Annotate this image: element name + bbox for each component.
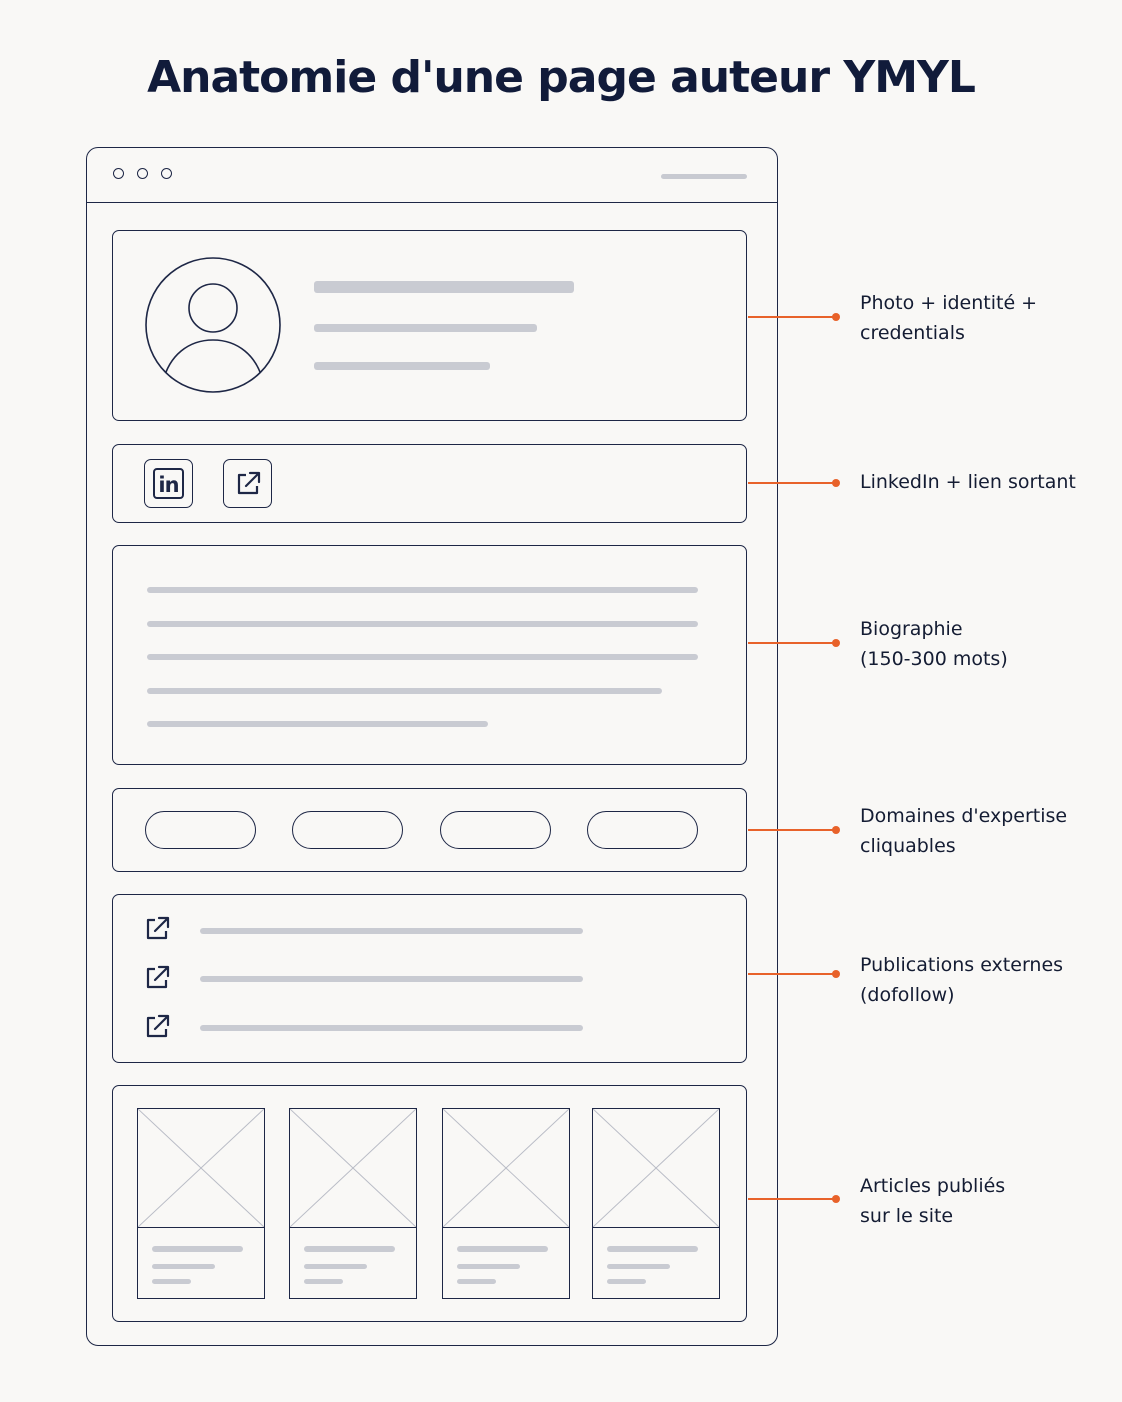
expertise-pill[interactable] [587, 811, 698, 849]
callout-line-1: Domaines d'expertise [860, 805, 1068, 827]
callout-social: LinkedIn + lien sortant [860, 467, 1076, 497]
callout-connector [748, 973, 836, 975]
callout-line-2: cliquables [860, 835, 956, 857]
callout-dot [832, 1195, 840, 1203]
external-publications-section [112, 894, 747, 1063]
articles-section [112, 1085, 747, 1322]
expertise-section [112, 788, 747, 872]
external-link-icon [237, 471, 260, 494]
profile-section [112, 230, 747, 421]
article-card[interactable] [137, 1108, 265, 1299]
callout-line-2: (dofollow) [860, 984, 955, 1006]
article-card[interactable] [442, 1108, 570, 1299]
article-card[interactable] [289, 1108, 417, 1299]
callout-connector [748, 1198, 836, 1200]
window-dot [137, 168, 148, 179]
image-placeholder-icon [443, 1109, 569, 1227]
image-placeholder-icon [593, 1109, 719, 1227]
browser-toolbar [87, 148, 777, 203]
publication-line-placeholder [200, 928, 583, 934]
callout-line-2: sur le site [860, 1205, 954, 1227]
bio-line-placeholder [147, 621, 698, 627]
callout-line-1: LinkedIn + lien sortant [860, 471, 1076, 493]
linkedin-glyph: in [158, 473, 179, 497]
external-link-icon[interactable] [143, 964, 171, 992]
diagram-title: Anatomie d'une page auteur YMYL [147, 52, 976, 103]
window-dot [113, 168, 124, 179]
callout-line-1: Publications externes [860, 954, 1064, 976]
callout-line-2: (150-300 mots) [860, 648, 1008, 670]
callout-dot [832, 826, 840, 834]
article-title-placeholder [152, 1246, 243, 1252]
external-link-icon[interactable] [143, 915, 171, 943]
avatar-icon [145, 257, 281, 393]
bio-line-placeholder [147, 721, 488, 727]
image-placeholder-icon [290, 1109, 416, 1227]
article-meta-placeholder [152, 1264, 215, 1269]
name-placeholder [314, 281, 574, 293]
article-meta-placeholder [457, 1279, 496, 1284]
bio-line-placeholder [147, 654, 698, 660]
callout-line-1: Photo + identité + [860, 292, 1038, 314]
image-placeholder-icon [138, 1109, 264, 1227]
callout-connector [748, 829, 836, 831]
window-dot [161, 168, 172, 179]
callout-connector [748, 642, 836, 644]
article-meta-placeholder [457, 1264, 520, 1269]
expertise-pill[interactable] [440, 811, 551, 849]
article-title-placeholder [457, 1246, 548, 1252]
article-meta-placeholder [304, 1264, 367, 1269]
card-divider [593, 1227, 719, 1229]
article-meta-placeholder [607, 1279, 646, 1284]
biography-section [112, 545, 747, 765]
callout-connector [748, 482, 836, 484]
bio-line-placeholder [147, 587, 698, 593]
article-title-placeholder [304, 1246, 395, 1252]
callout-expertise: Domaines d'expertise cliquables [860, 801, 1067, 861]
external-link-icon[interactable] [143, 1013, 171, 1041]
card-divider [138, 1227, 264, 1229]
social-links-section: in [112, 444, 747, 523]
role-placeholder [314, 324, 537, 332]
external-link-icon[interactable] [223, 459, 272, 508]
callout-dot [832, 479, 840, 487]
credentials-placeholder [314, 362, 490, 370]
expertise-pill[interactable] [145, 811, 256, 849]
article-meta-placeholder [152, 1279, 191, 1284]
browser-window [86, 147, 778, 1346]
callout-publications: Publications externes (dofollow) [860, 950, 1063, 1010]
bio-line-placeholder [147, 688, 662, 694]
article-card[interactable] [592, 1108, 720, 1299]
callout-line-2: credentials [860, 322, 965, 344]
callout-profile: Photo + identité + credentials [860, 288, 1037, 348]
publication-line-placeholder [200, 1025, 583, 1031]
address-bar-placeholder [661, 174, 747, 179]
article-meta-placeholder [304, 1279, 343, 1284]
article-title-placeholder [607, 1246, 698, 1252]
callout-connector [748, 316, 836, 318]
callout-dot [832, 313, 840, 321]
callout-line-1: Biographie [860, 618, 963, 640]
callout-line-1: Articles publiés [860, 1175, 1006, 1197]
callout-dot [832, 970, 840, 978]
article-meta-placeholder [607, 1264, 670, 1269]
expertise-pill[interactable] [292, 811, 403, 849]
publication-line-placeholder [200, 976, 583, 982]
linkedin-icon[interactable]: in [144, 459, 193, 508]
callout-articles: Articles publiés sur le site [860, 1171, 1005, 1231]
callout-biography: Biographie (150-300 mots) [860, 614, 1008, 674]
card-divider [290, 1227, 416, 1229]
callout-dot [832, 639, 840, 647]
card-divider [443, 1227, 569, 1229]
